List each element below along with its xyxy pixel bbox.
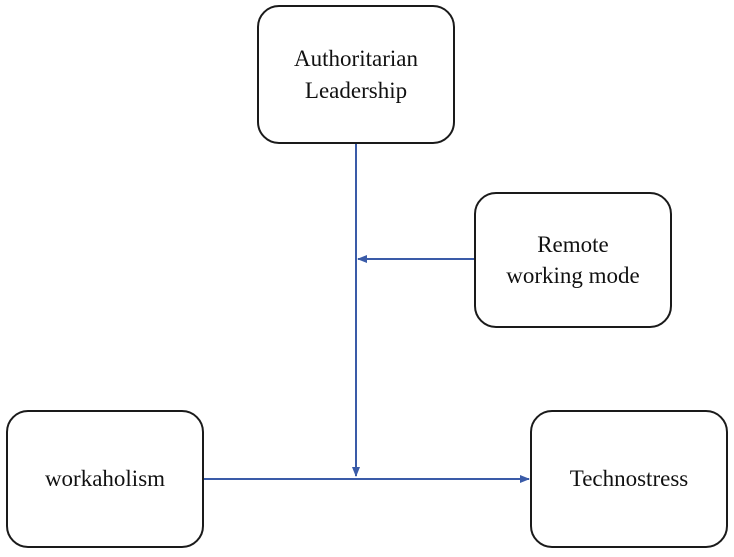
node-label-line: working mode: [506, 263, 640, 288]
node-label-line: Authoritarian: [294, 46, 418, 72]
node-label-line: Remote: [537, 231, 609, 257]
node-label-line: Technostress: [569, 466, 689, 492]
node-label-line: Leadership: [304, 77, 408, 103]
node-authoritarian-leadership: Authoritarian Leadership: [257, 5, 455, 144]
node-workaholism: workaholism: [6, 410, 204, 548]
node-technostress: Technostress: [530, 410, 728, 548]
node-remote-working-mode: Remote working mode: [474, 192, 672, 328]
node-label-line: workaholism: [44, 466, 166, 492]
